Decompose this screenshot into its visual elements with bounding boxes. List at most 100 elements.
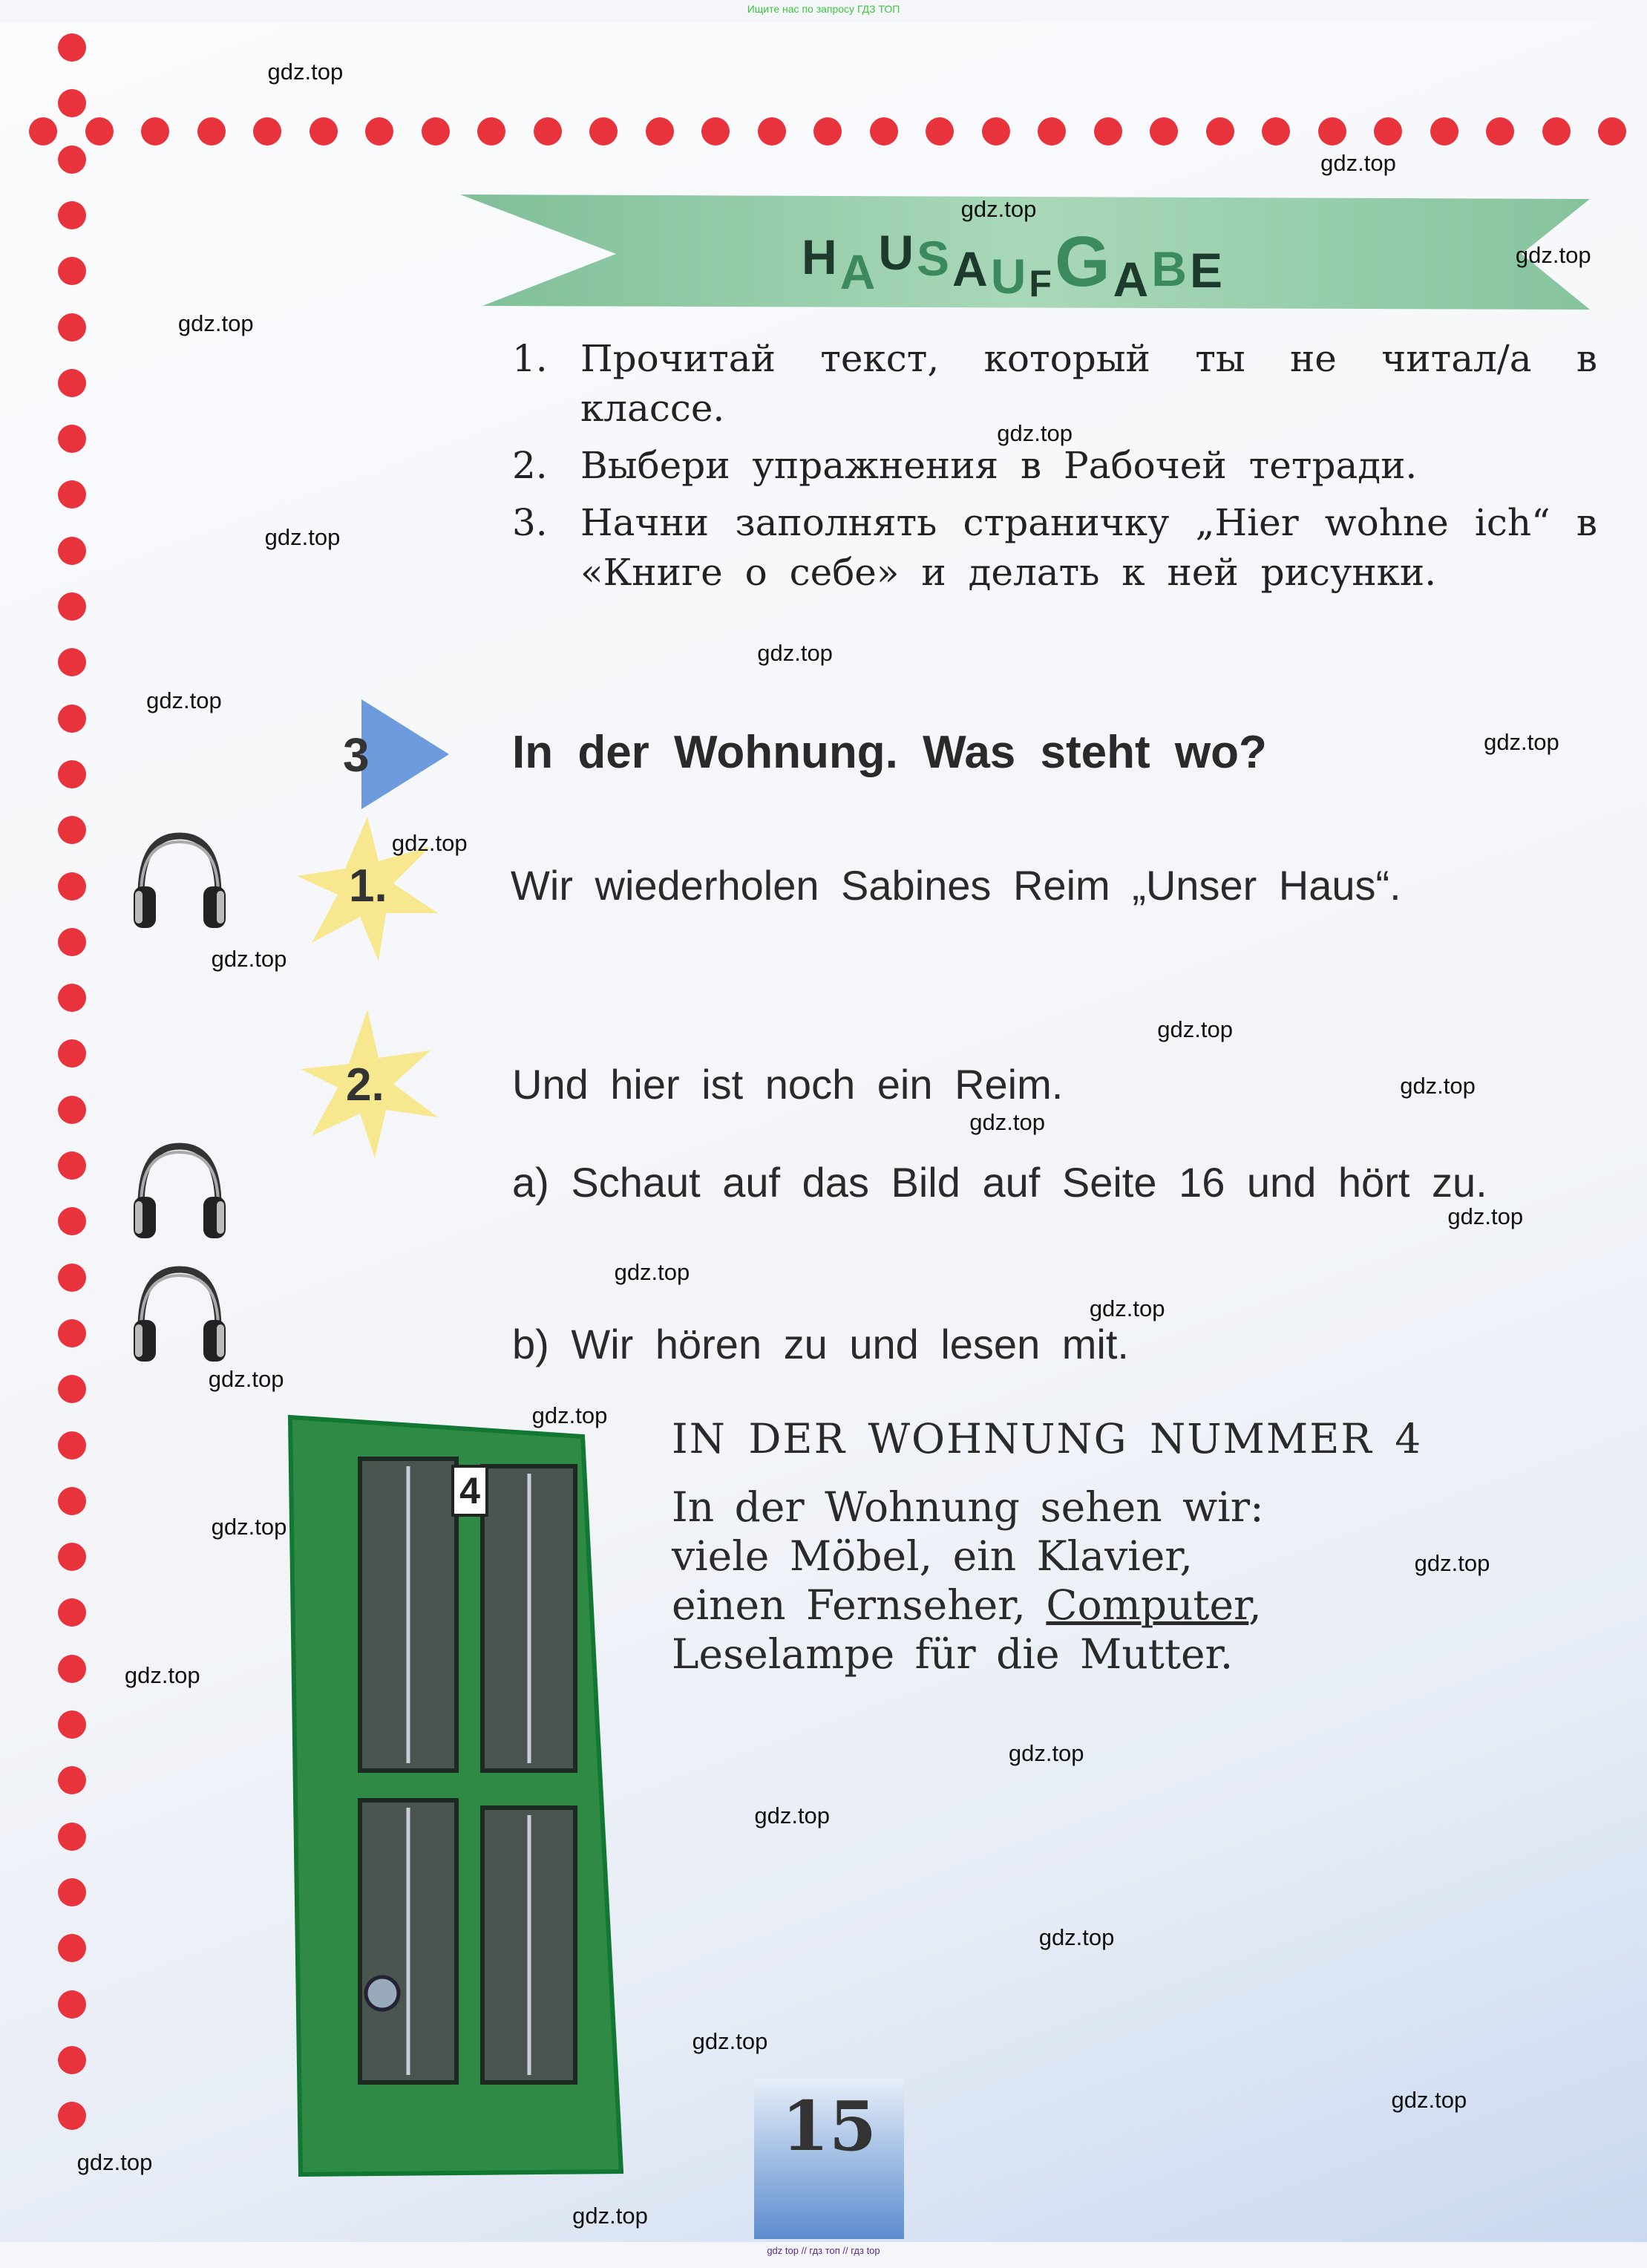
red-dot [477,117,505,146]
red-dot [58,480,86,509]
red-dot [1374,117,1402,146]
red-dot [1598,117,1626,146]
red-dot [58,1151,86,1180]
watermark-text: gdz.top [754,1803,831,1829]
watermark-text: gdz.top [1484,729,1559,756]
watermark-text: gdz.top [177,310,254,336]
homework-item: 2. Выбери упражнения в Рабочей тетради. [512,441,1597,491]
watermark-text: gdz.top [1414,1549,1490,1576]
red-dot [58,1318,86,1347]
poem-text: einen Fernseher, [672,1581,1026,1629]
hausaufgabe-title: HAUSAUFGABE [802,215,1225,307]
yellow-splash-icon [297,817,438,961]
item-text: Начни заполнять страничку „Hier wohne ic… [580,501,1597,594]
watermark-text: gdz.top [614,1259,690,1286]
red-dot [926,117,954,146]
watermark-text: gdz.top [969,1109,1045,1136]
section-title: In der Wohnung. Was steht wo? [512,727,1267,778]
watermark-text: gdz.top [692,2027,768,2054]
red-dot [58,1654,86,1683]
red-dot [1430,117,1458,146]
red-dot [58,33,86,62]
red-dot [253,117,281,146]
poem-line: viele Möbel, ein Klavier, [672,1532,1193,1580]
red-dot [58,89,86,118]
homework-list: 1.Прочитай текст, который ты не читал/а … [512,334,1597,598]
watermark-text: gdz.top [211,946,287,973]
door-number: 4 [459,1470,480,1512]
poem-title: IN DER WOHNUNG NUMMER 4 [672,1415,1423,1463]
red-dot [85,117,114,146]
title-letter: A [1113,252,1152,307]
red-dot [58,1375,86,1404]
title-letter: B [1151,241,1190,296]
red-dot [701,117,730,146]
red-dot [58,1990,86,2019]
red-dot [58,1039,86,1068]
red-dot [58,1878,86,1906]
red-dot [58,425,86,454]
red-dot [58,313,86,341]
homework-item: 1.Прочитай текст, который ты не читал/а … [512,334,1597,434]
watermark-text: gdz.top [1391,2087,1467,2114]
title-letter: A [839,244,879,299]
poem-line: Leselampe für die Mutter. [672,1630,1234,1678]
yellow-splash-icon [301,1010,438,1158]
red-dot [1150,117,1178,146]
watermark-text: gdz.top [76,2149,153,2176]
red-dot [757,117,786,146]
title-letter: S [917,231,953,286]
watermark-text: gdz.top [211,1513,287,1540]
red-dot [1486,117,1514,146]
title-letter: G [1054,222,1113,301]
watermark-text: gdz.top [531,1402,608,1429]
watermark-text: gdz.top [146,687,222,713]
subtask-a: a) Schaut auf das Bild auf Seite 16 und … [512,1159,1487,1206]
red-dot [1038,117,1066,146]
section-number: 3 [343,728,370,782]
red-dot [58,1095,86,1124]
red-dot [645,117,674,146]
exercise-number: 2. [346,1059,384,1111]
title-letter: H [802,229,840,284]
red-dot [58,759,86,788]
red-dot [869,117,898,146]
item-number: 2. [512,444,548,487]
footer-note: gdz top // гдз топ // гдз top [767,2245,880,2256]
red-dot [365,117,393,146]
underlined-word: Computer [1046,1581,1249,1629]
red-dot [141,117,169,146]
subtask-b: b) Wir hören zu und lesen mit. [512,1321,1129,1367]
red-dot [58,1207,86,1236]
red-dot [58,984,86,1013]
watermark-text: gdz.top [1400,1073,1476,1099]
red-dot [58,816,86,845]
red-dot [813,117,842,146]
item-text: Выбери упражнения в Рабочей тетради. [580,444,1418,487]
watermark-text: gdz.top [1320,149,1396,176]
watermark-text: gdz.top [267,59,344,85]
red-dot [58,368,86,397]
poem: IN DER WOHNUNG NUMMER 4 In der Wohnung s… [672,1414,1422,1679]
exercise-number: 1. [349,860,387,912]
red-dot [981,117,1010,146]
page-number: 15 [781,2086,877,2166]
red-dot [58,536,86,565]
title-letter: E [1189,243,1225,298]
red-dot [197,117,226,146]
red-dot [58,1766,86,1795]
headphones-icon [134,1266,226,1362]
headphones-icon [134,1143,226,1238]
watermark-text: gdz.top [1089,1295,1165,1322]
watermark-text: gdz.top [208,1366,284,1393]
red-dot [309,117,338,146]
red-dot [58,1598,86,1627]
watermark-text: gdz.top [1515,242,1591,269]
red-dot [1317,117,1346,146]
watermark-text: gdz.top [757,639,833,666]
red-dot [58,927,86,956]
red-dot [533,117,562,146]
red-dot [58,872,86,901]
green-door-illustration: 4 [287,1414,624,2177]
exercise-text: Und hier ist noch ein Reim. [512,1061,1064,1108]
